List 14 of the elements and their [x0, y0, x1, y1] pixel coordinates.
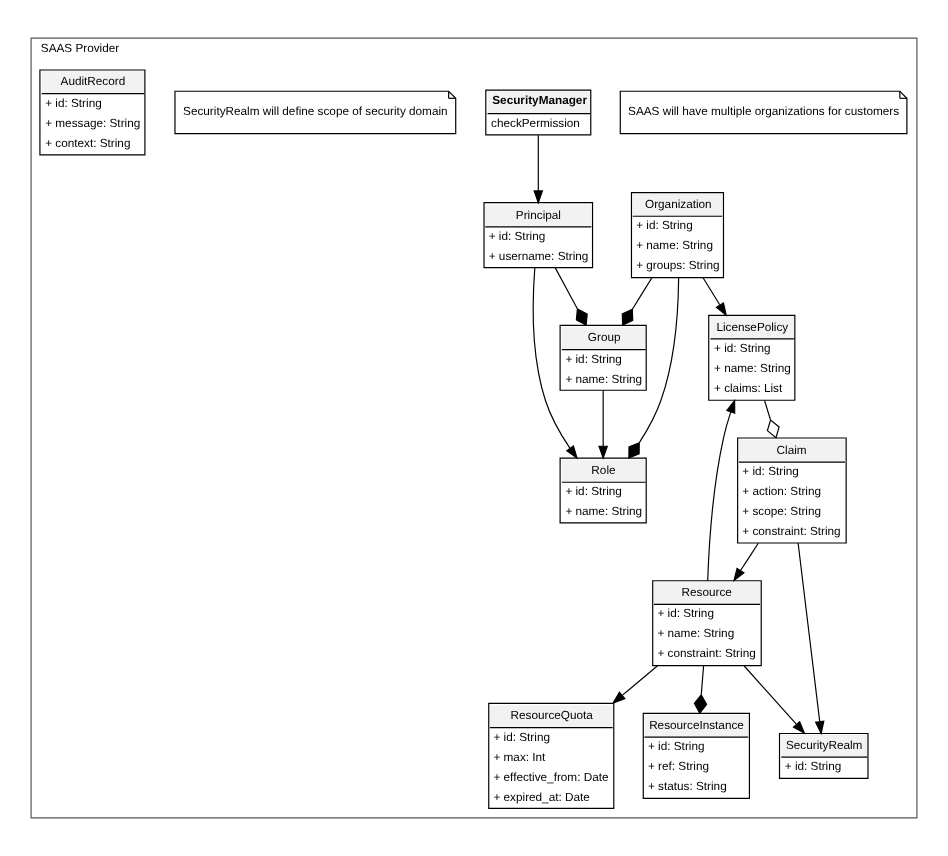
arrow [797, 542, 825, 736]
connector [628, 277, 680, 459]
arrow [533, 134, 544, 205]
arrow [611, 665, 658, 705]
arrow [733, 542, 759, 582]
connector [764, 400, 780, 439]
connector [554, 267, 588, 326]
arrow [702, 277, 728, 317]
arrow [743, 665, 806, 735]
arrow [598, 389, 609, 460]
connector [693, 665, 708, 715]
arrow [707, 398, 736, 582]
arrow [532, 267, 578, 460]
connector [621, 277, 653, 326]
